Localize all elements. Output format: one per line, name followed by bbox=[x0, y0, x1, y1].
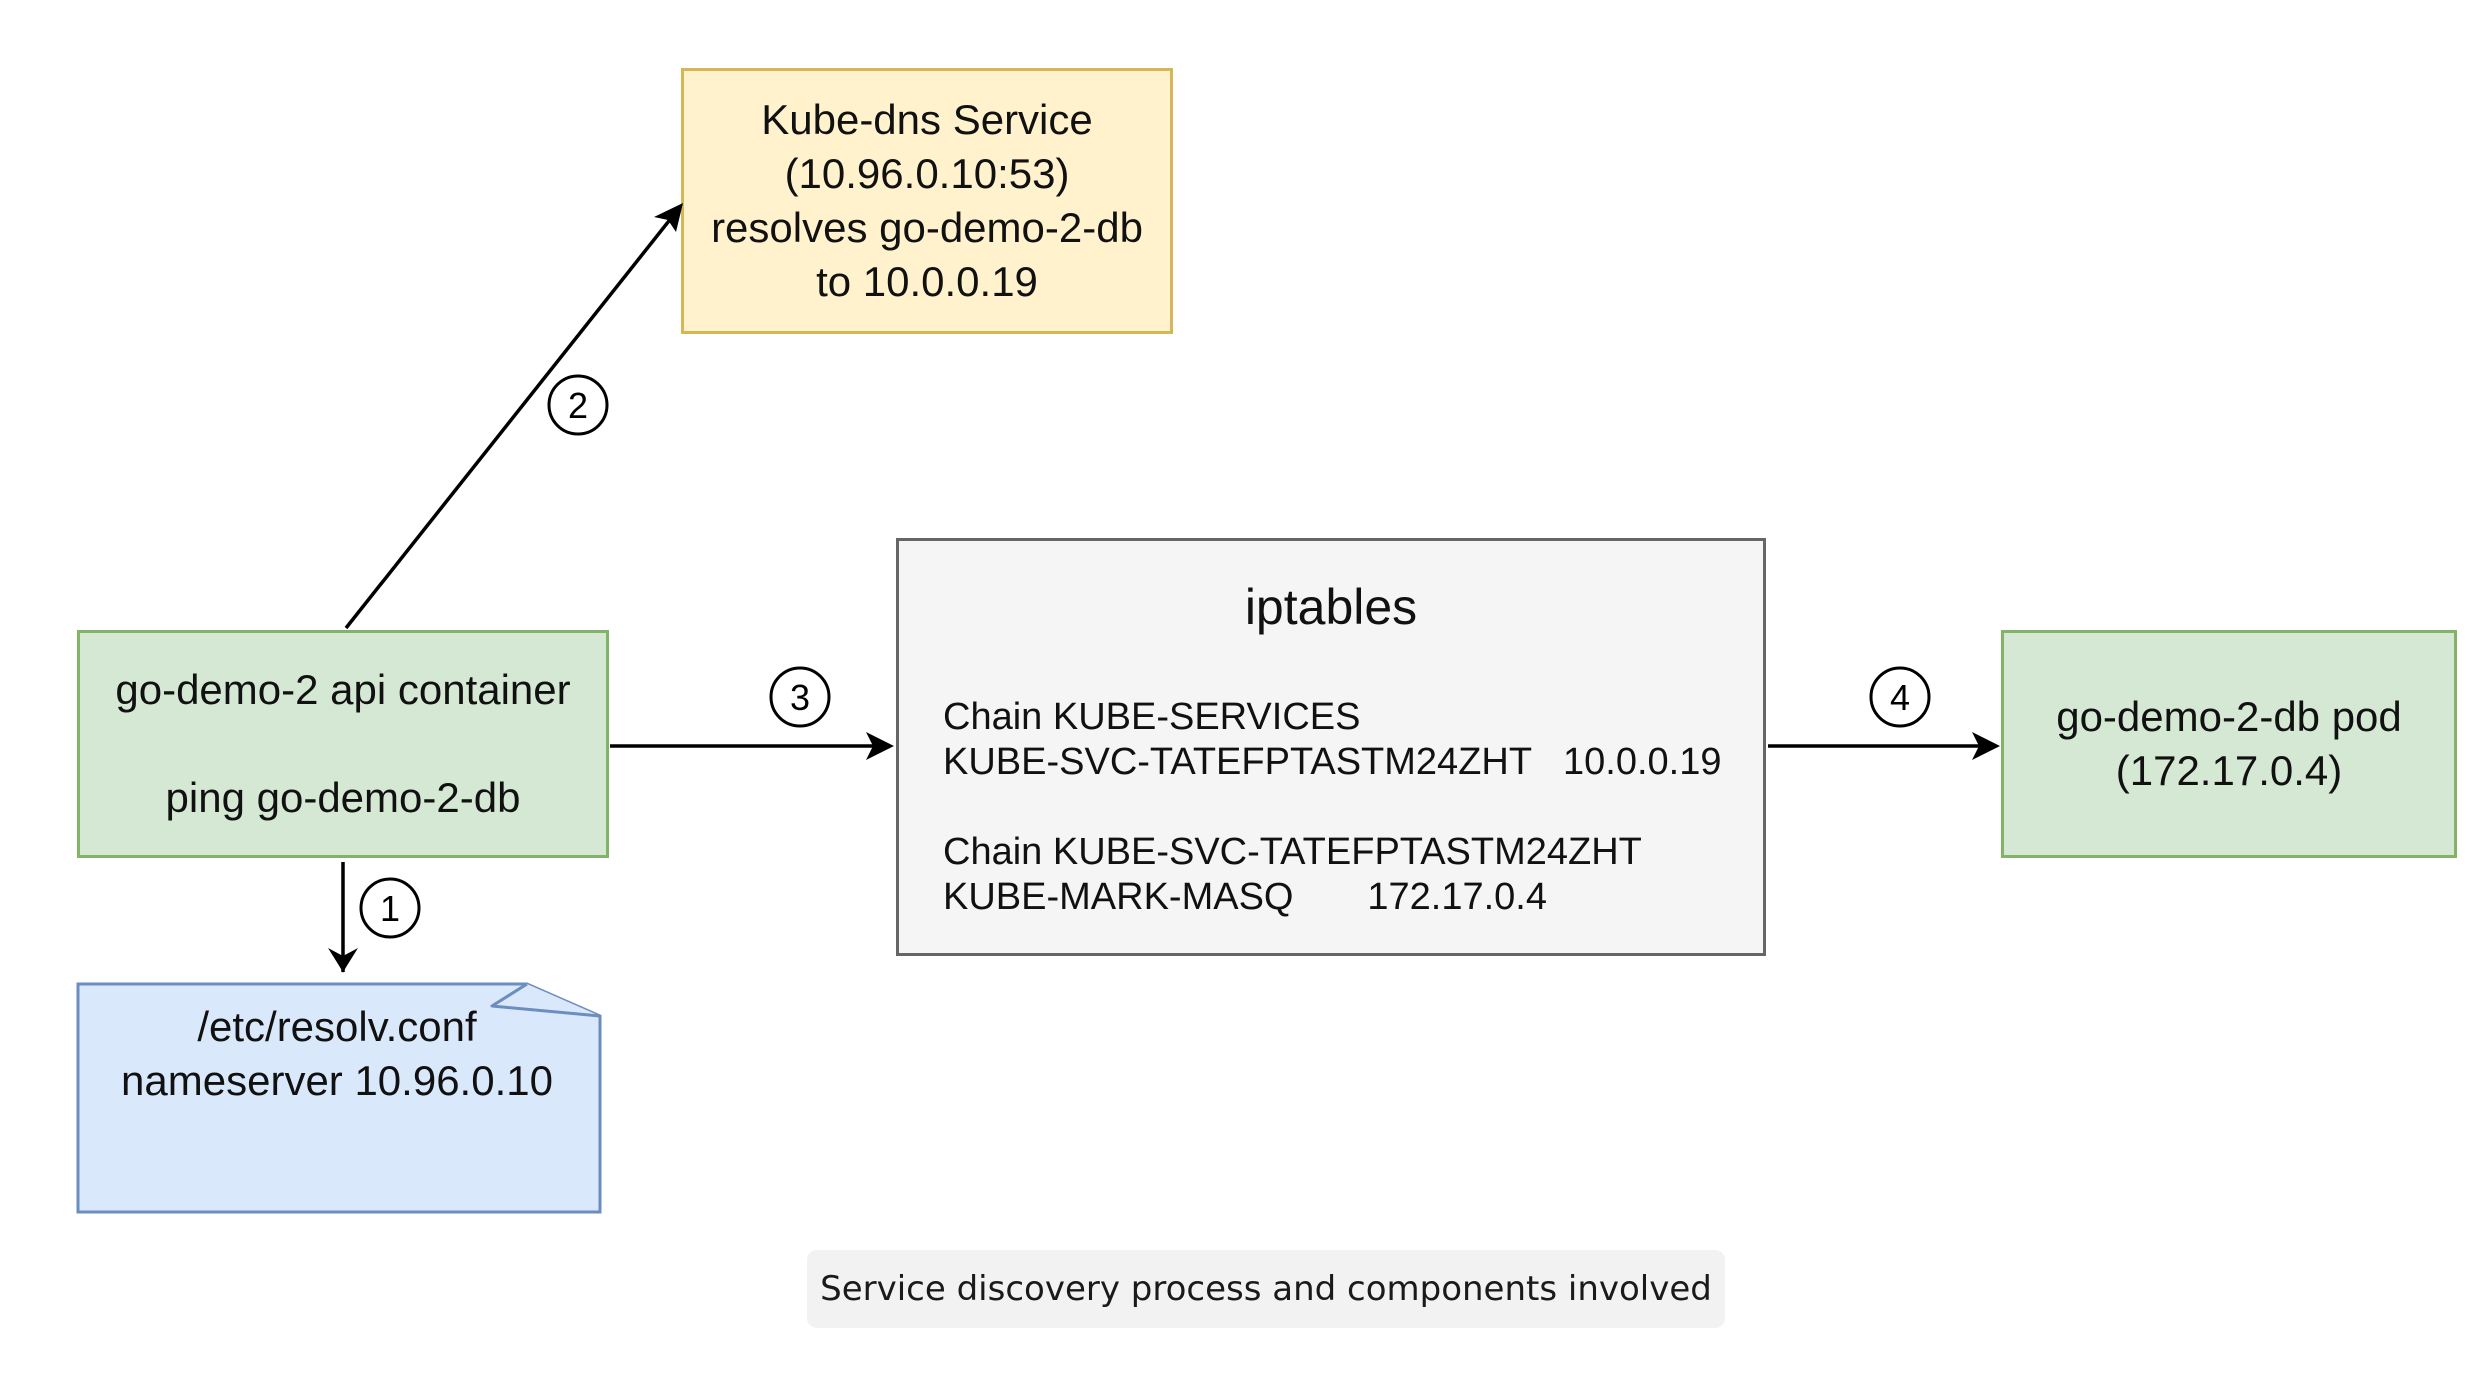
arrow-4-head bbox=[1972, 732, 2000, 760]
iptables-node: iptables Chain KUBE-SERVICES KUBE-SVC-TA… bbox=[896, 538, 1766, 956]
api-container-line-2: ping go-demo-2-db bbox=[165, 774, 521, 821]
api-container-line-1: go-demo-2 api container bbox=[115, 666, 571, 713]
arrow-3-head bbox=[866, 732, 894, 760]
step-2-marker: 2 bbox=[547, 374, 609, 436]
db-pod-node: go-demo-2-db pod (172.17.0.4) bbox=[2001, 630, 2457, 858]
step-4-label: 4 bbox=[1890, 677, 1910, 718]
step-3-label: 3 bbox=[790, 677, 810, 718]
step-3-marker: 3 bbox=[769, 666, 831, 728]
kube-dns-line-4: to 10.0.0.19 bbox=[816, 258, 1038, 305]
iptables-rules: Chain KUBE-SERVICES KUBE-SVC-TATEFPTASTM… bbox=[943, 695, 1722, 920]
kube-dns-line-1: Kube-dns Service bbox=[761, 96, 1093, 143]
step-2-label: 2 bbox=[568, 385, 588, 426]
kube-dns-line-2: (10.96.0.10:53) bbox=[784, 150, 1070, 197]
arrow-2-head bbox=[654, 203, 683, 232]
iptables-rule-5: KUBE-MARK-MASQ 172.17.0.4 bbox=[943, 876, 1547, 918]
iptables-title: iptables bbox=[1244, 579, 1418, 635]
step-1-label: 1 bbox=[380, 888, 400, 929]
resolv-note-shape bbox=[76, 982, 602, 1214]
step-1-marker: 1 bbox=[359, 877, 421, 939]
db-pod-line-2: (172.17.0.4) bbox=[2115, 747, 2343, 794]
iptables-rule-2: KUBE-SVC-TATEFPTASTM24ZHT 10.0.0.19 bbox=[943, 741, 1722, 783]
figure-caption: Service discovery process and components… bbox=[807, 1250, 1725, 1328]
resolv-note-text: /etc/resolv.conf nameserver 10.96.0.10 bbox=[78, 1000, 596, 1108]
arrow-1-head bbox=[328, 948, 358, 972]
db-pod-line-1: go-demo-2-db pod bbox=[2056, 693, 2402, 740]
step-4-marker: 4 bbox=[1869, 666, 1931, 728]
kube-dns-service-node: Kube-dns Service (10.96.0.10:53) resolve… bbox=[681, 68, 1173, 334]
api-container-node: go-demo-2 api container ping go-demo-2-d… bbox=[77, 630, 609, 858]
resolv-note-line-1: /etc/resolv.conf bbox=[197, 1003, 477, 1050]
iptables-rule-1: Chain KUBE-SERVICES bbox=[943, 696, 1361, 738]
arrow-2 bbox=[344, 210, 678, 630]
iptables-rule-4: Chain KUBE-SVC-TATEFPTASTM24ZHT bbox=[943, 831, 1642, 873]
resolv-note-fold bbox=[490, 982, 601, 1018]
kube-dns-line-3: resolves go-demo-2-db bbox=[711, 204, 1143, 251]
resolv-note-line-2: nameserver 10.96.0.10 bbox=[121, 1057, 553, 1104]
